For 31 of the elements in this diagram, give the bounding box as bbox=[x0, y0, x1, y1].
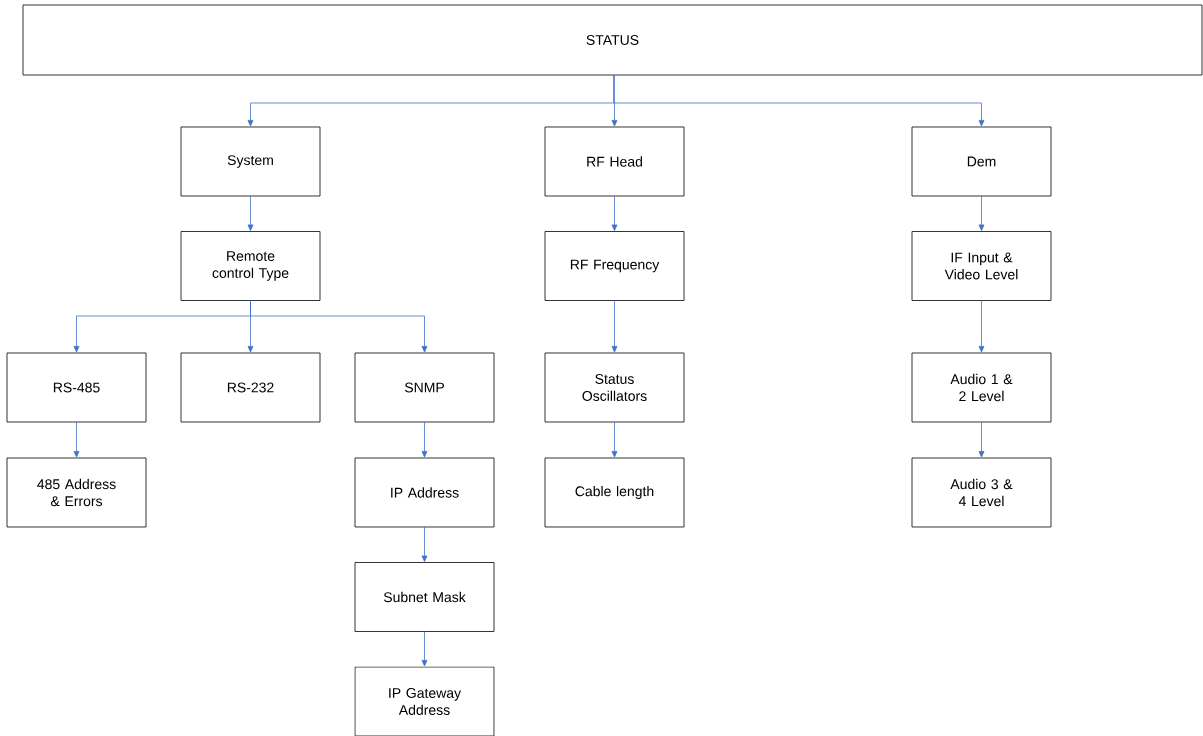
process-box: IF Input & Video Level bbox=[911, 231, 1052, 301]
process-box: Dem bbox=[911, 126, 1052, 197]
process-box: Status Oscillators bbox=[544, 352, 685, 423]
process-box: System bbox=[180, 126, 321, 197]
arrow bbox=[611, 300, 618, 353]
arrow bbox=[978, 421, 985, 458]
process-box: IP Gateway Address bbox=[354, 666, 495, 736]
arrow bbox=[247, 195, 254, 231]
arrow bbox=[421, 421, 428, 458]
arrow bbox=[611, 195, 618, 231]
process-box: Audio 3 & 4 Level bbox=[911, 457, 1052, 528]
arrow bbox=[978, 300, 985, 353]
process-box: RS-232 bbox=[180, 352, 321, 423]
arrow bbox=[978, 195, 985, 231]
process-box: RF Frequency bbox=[544, 231, 685, 301]
process-box: STATUS bbox=[22, 4, 1203, 76]
process-box: 485 Address & Errors bbox=[6, 457, 147, 528]
process-box: IP Address bbox=[354, 457, 495, 528]
arrow bbox=[73, 421, 80, 458]
process-box: Cable length bbox=[544, 457, 685, 528]
process-box: Remote control Type bbox=[180, 231, 321, 301]
process-box: RF Head bbox=[544, 126, 685, 197]
arrow bbox=[613, 74, 985, 127]
process-box: Subnet Mask bbox=[354, 562, 495, 632]
arrow bbox=[250, 300, 428, 353]
process-box: SNMP bbox=[354, 352, 495, 423]
arrow bbox=[611, 421, 618, 458]
process-box: Audio 1 & 2 Level bbox=[911, 352, 1052, 423]
process-box: RS-485 bbox=[6, 352, 147, 423]
arrow bbox=[421, 631, 428, 667]
arrow bbox=[421, 526, 428, 562]
